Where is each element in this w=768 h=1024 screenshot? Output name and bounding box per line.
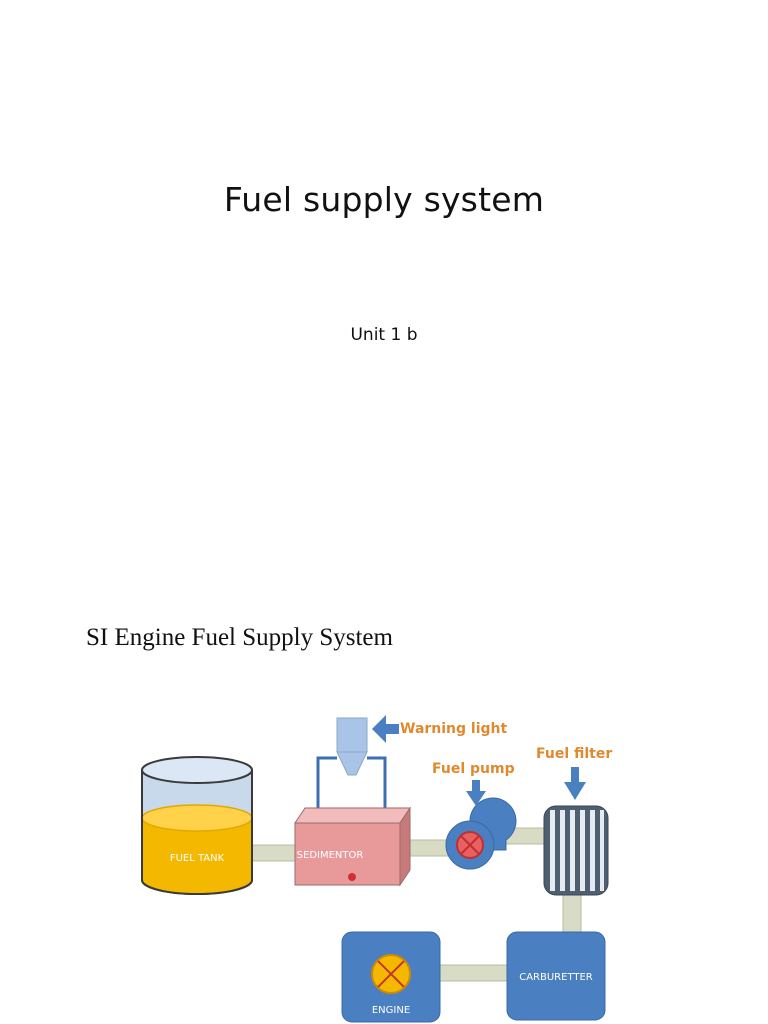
fuel-tank: FUEL TANK — [141, 756, 253, 895]
carburetter-label: CARBURETTER — [519, 972, 593, 983]
warning-light-arrow — [372, 715, 399, 743]
fuel-pump — [445, 797, 517, 870]
section-heading: SI Engine Fuel Supply System — [86, 624, 393, 651]
carburetter: CARBURETTER — [506, 931, 606, 1021]
slide-title: Fuel supply system — [223, 180, 545, 219]
fuel-filter-label: Fuel filter — [536, 746, 612, 762]
slide-subtitle: Unit 1 b — [350, 325, 418, 345]
engine-label: ENGINE — [372, 1005, 410, 1016]
fuel-tank-label: FUEL TANK — [170, 853, 225, 864]
pipe-carburetter-engine — [439, 964, 511, 982]
sedimentor-label: SEDIMENTOR — [297, 850, 364, 861]
pipe-sedimentor-pump — [409, 839, 451, 857]
warning-light — [316, 717, 387, 810]
fuel-pump-label: Fuel pump — [432, 761, 515, 777]
pipe-tank-sedimentor — [251, 844, 301, 862]
fuel-system-diagram: FUEL TANK Warning light SEDIMENTOR Fuel … — [141, 715, 612, 1023]
pipe-filter-carburetter — [562, 892, 582, 934]
engine: ENGINE — [341, 931, 441, 1023]
sedimentor: SEDIMENTOR — [294, 806, 411, 887]
fuel-pump-arrow — [466, 780, 486, 806]
fuel-filter — [543, 805, 609, 896]
warning-light-label: Warning light — [400, 721, 508, 737]
fuel-filter-arrow — [564, 767, 586, 800]
